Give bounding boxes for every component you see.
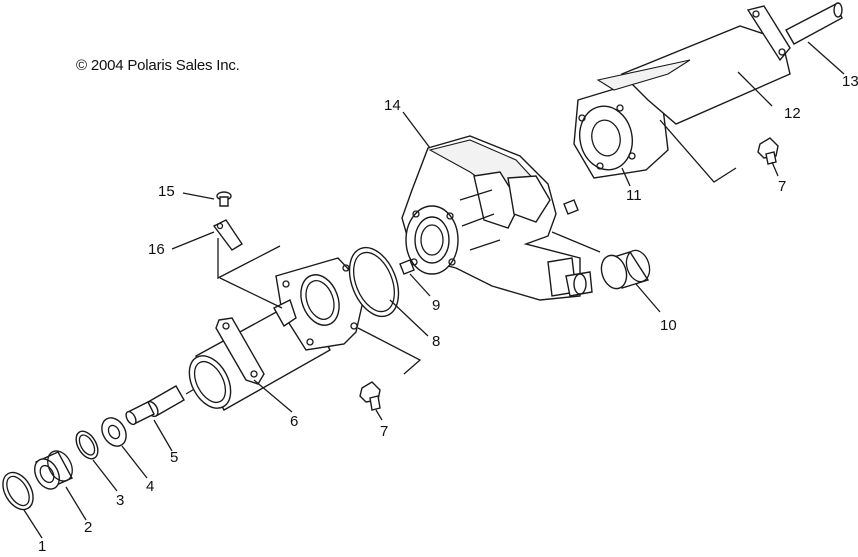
part-5-shaft [125, 385, 197, 452]
callout-13: 13 [842, 73, 858, 90]
part-16-clip [171, 219, 283, 309]
callout-16: 16 [148, 241, 165, 258]
callout-6: 6 [290, 413, 298, 430]
callout-2: 2 [84, 519, 92, 536]
callout-10: 10 [660, 317, 677, 334]
part-12-axle-tube [596, 5, 791, 183]
callout-4: 4 [146, 478, 154, 495]
callout-3: 3 [116, 492, 124, 509]
part-14-differential-housing [401, 111, 593, 301]
callout-15: 15 [158, 183, 175, 200]
part-7-bolt-upper [757, 137, 779, 177]
callout-5: 5 [170, 449, 178, 466]
callout-11: 11 [626, 187, 642, 204]
callout-7-lower: 7 [380, 423, 388, 440]
part-10-sleeve [551, 231, 661, 313]
part-2-bearing [34, 450, 87, 521]
part-9-dowel [399, 259, 431, 297]
part-15-bolt [182, 191, 232, 207]
part-8-gasket [348, 246, 429, 375]
copyright-notice: © 2004 Polaris Sales Inc. [76, 57, 240, 74]
part-7-bolt-lower [359, 381, 383, 421]
callout-9: 9 [432, 297, 440, 314]
callout-1: 1 [38, 538, 46, 552]
callout-8: 8 [432, 333, 440, 350]
callout-12: 12 [784, 105, 801, 122]
part-3-ring [75, 430, 118, 492]
part-1-snap-ring [2, 471, 43, 539]
callout-7-upper: 7 [778, 178, 786, 195]
part-11-flange [573, 79, 669, 187]
part-4-washer [101, 417, 148, 479]
callout-14: 14 [384, 97, 401, 114]
small-dowel [563, 199, 579, 215]
part-13-axle-shaft [785, 2, 845, 75]
part-6-tube-housing [188, 257, 367, 413]
